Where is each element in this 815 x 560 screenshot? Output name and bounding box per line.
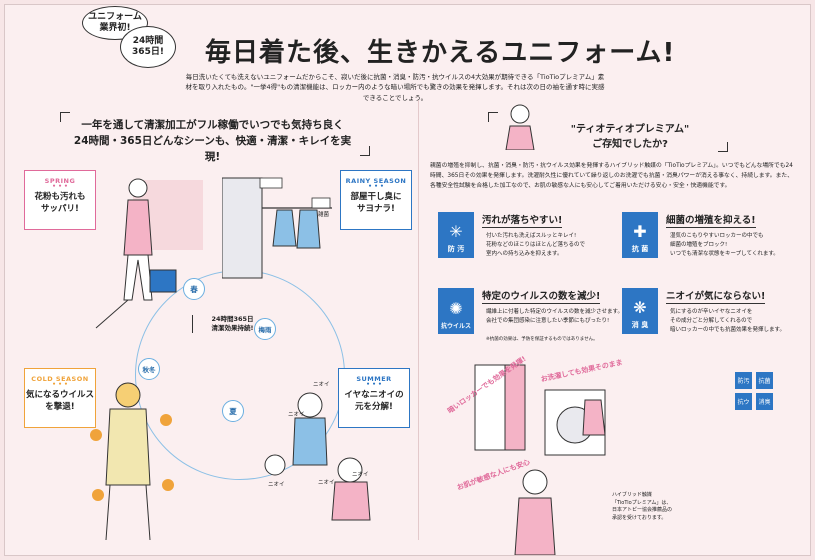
feature-title: 汚れが落ちやすい!: [482, 212, 563, 228]
rainy-clothes-illustration: [222, 177, 332, 279]
locker-illustration: [474, 364, 526, 451]
feature-text: 湿気のこもりやすいロッカーの中でも 細菌の増殖をブロック! いつでも清潔な状態を…: [670, 233, 779, 257]
germ-icon: ✚: [633, 222, 647, 241]
washing-machine-illustration: [544, 389, 606, 456]
feature-title: 特定のウイルスの数を減少!: [482, 288, 601, 304]
odor-tag: ニオイ: [268, 482, 285, 488]
center-label: 24時間365日 清潔効果持続!: [192, 315, 272, 334]
feature-icon-box: ✺ 抗ウイルス: [438, 288, 474, 334]
card-cold-en: COLD SEASON: [31, 375, 89, 383]
card-dots: • • •: [52, 381, 68, 388]
odor-tag: ニオイ: [313, 382, 330, 388]
feature-tiles: 防汚 抗菌 抗ウ 消臭: [735, 372, 777, 410]
cold-woman-illustration: [90, 382, 174, 541]
feature-icon-label: 防 汚: [447, 245, 465, 253]
season-autumn: 秋冬: [138, 358, 160, 380]
spring-woman-illustration: [95, 178, 203, 329]
bracket-tl: [60, 112, 70, 122]
odor-tag: ニオイ: [318, 480, 335, 486]
card-cold-jp: 気になるウイルス を撃退!: [25, 389, 94, 412]
tile-antifouling: 防汚: [735, 372, 752, 389]
feature-text: 繊維上に付着した特定のウイルスの数を減少させます。 会社での集団感染に注意したい…: [486, 309, 623, 324]
season-spring: 春: [183, 278, 205, 300]
card-spring: SPRING • • • 花粉も汚れも サッパリ!: [24, 170, 96, 230]
feature-icon-box: ✳ 防 汚: [438, 212, 474, 258]
tile-antibacterial: 抗菌: [756, 372, 773, 389]
badge-uniform-first: ユニフォーム 業界初!: [82, 6, 148, 40]
feature-icon-label: 消 臭: [631, 321, 649, 329]
right-body-text: 親菌の増殖を抑制し、抗菌・消臭・防汚・抗ウイルス効果を発揮するハイブリッド触媒の…: [430, 163, 793, 189]
feature-text: 気にするのが辛いイヤなニオイを その成分ごと分解してくれるので 暗いロッカーの中…: [670, 309, 785, 333]
card-summer-jp: イヤなニオイの 元を分解!: [344, 389, 404, 412]
tile-antiviral: 抗ウ: [735, 393, 752, 410]
sparkle-icon: ✳: [449, 222, 463, 241]
season-rainy: 梅雨: [254, 318, 276, 340]
sensitive-skin-woman-illustration: [514, 469, 556, 555]
column-divider: [418, 100, 419, 540]
feature-icon-box: ❋ 消 臭: [622, 288, 658, 334]
feature-icon-label: 抗 菌: [631, 245, 649, 253]
card-cold: COLD SEASON • • • 気になるウイルス を撃退!: [24, 368, 96, 428]
left-heading: 一年を通して清潔加工がフル稼働でいつでも気持ち良く 24時間・365日どんなシー…: [73, 119, 352, 163]
card-summer: SUMMER • • • イヤなニオイの 元を分解!: [338, 368, 410, 428]
feature-antifouling: ✳ 防 汚 汚れが落ちやすい! 付いた汚れも洗えばスルッとキレイ! 花粉などのほこ…: [438, 212, 618, 272]
card-dots: • • •: [368, 183, 384, 190]
presenter-illustration: [505, 104, 535, 150]
foot-note: ハイブリッド触媒 「TioTioプレミアム」は、 日本アトピー協会推薦品の 承認…: [612, 492, 673, 521]
badge-24-hours: 24時間 365日!: [120, 26, 176, 68]
card-dots: • • •: [366, 381, 382, 388]
page-title: 毎日着た後、生きかえるユニフォーム!: [205, 38, 676, 68]
feature-note: ※抗菌の効果は、予防を保証するものではありません。: [486, 337, 598, 342]
card-rainy-jp: 部屋干し臭に サヨナラ!: [350, 191, 402, 214]
bracket-q-br: [718, 142, 728, 152]
feature-title: ニオイが気にならない!: [666, 288, 766, 304]
feature-antibacterial: ✚ 抗 菌 細菌の増殖を抑える! 湿気のこもりやすいロッカーの中でも 細菌の増殖を…: [622, 212, 802, 272]
mold-tag: 雑菌: [318, 212, 330, 218]
right-question: "ティオティオプレミアム" ご存知でしたか?: [570, 124, 690, 150]
virus-icon: ✺: [449, 299, 463, 318]
summer-people-illustration: [264, 392, 371, 521]
bracket-br: [360, 146, 370, 156]
card-spring-en: SPRING: [44, 177, 76, 185]
season-summer: 夏: [222, 400, 244, 422]
bracket-q-tl: [488, 112, 498, 122]
card-rainy-en: RAINY SEASON: [345, 177, 407, 185]
feature-icon-label: 抗ウイルス: [440, 323, 471, 330]
feature-text: 付いた汚れも洗えばスルッとキレイ! 花粉などのほこりはほとんど落ちるので 室内へ…: [486, 233, 586, 257]
odor-tag: ニオイ: [352, 472, 369, 478]
odor-tag: ニオイ: [288, 412, 305, 418]
lead-text: 毎日洗いたくても洗えないユニフォームだからこそ、寂いだ後に抗菌・消臭・防汚・抗ウ…: [185, 73, 605, 102]
feature-antiviral: ✺ 抗ウイルス 特定のウイルスの数を減少! 繊維上に付着した特定のウイルスの数を減…: [438, 288, 623, 348]
feature-icon-box: ✚ 抗 菌: [622, 212, 658, 258]
card-summer-en: SUMMER: [356, 375, 392, 383]
card-spring-jp: 花粉も汚れも サッパリ!: [34, 191, 86, 214]
feature-title: 細菌の増殖を抑える!: [666, 212, 756, 228]
card-rainy: RAINY SEASON • • • 部屋干し臭に サヨナラ!: [340, 170, 412, 230]
tile-deodorant: 消臭: [756, 393, 773, 410]
odor-icon: ❋: [633, 298, 647, 317]
feature-deodorant: ❋ 消 臭 ニオイが気にならない! 気にするのが辛いイヤなニオイを その成分ごと分…: [622, 288, 802, 348]
card-dots: • • •: [52, 183, 68, 190]
